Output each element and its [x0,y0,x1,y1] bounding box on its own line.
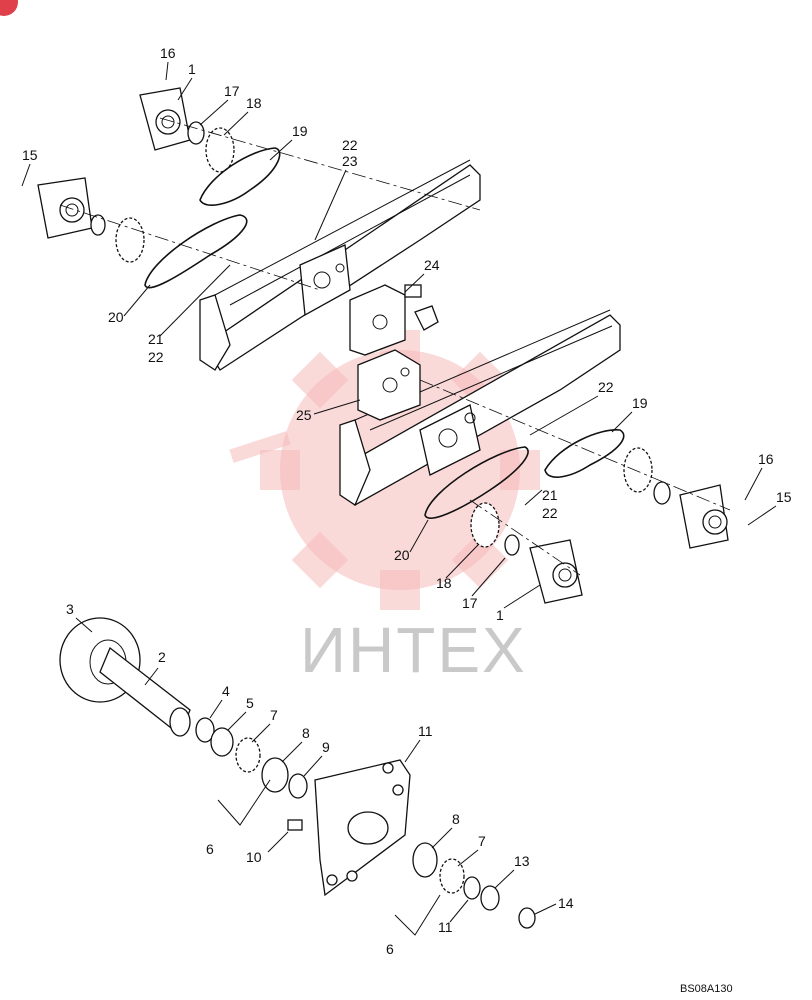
callout-8-a: 8 [302,725,310,741]
callout-20-right: 20 [394,547,410,563]
callout-23-top: 23 [342,153,358,169]
chain-20-top [144,214,248,289]
callout-3: 3 [66,601,74,617]
bracket-6-b [394,894,441,936]
callout-22-top: 22 [342,137,358,153]
callout-19-right: 19 [632,395,648,411]
callout-24: 24 [424,257,440,273]
leader-lines [21,61,777,923]
callout-22-right-b: 22 [542,505,558,521]
middle-gearbox [357,349,421,421]
spindle-housing [314,759,411,897]
callout-17-right: 17 [462,595,478,611]
chain-19-top [199,147,281,206]
callout-7-b: 7 [478,833,486,849]
callout-19-top: 19 [292,123,308,139]
brand-badge-icon [0,0,18,16]
seal-13 [480,885,500,911]
watermark-text: ИНТЕХ [300,614,527,686]
o-ring-left [90,214,106,236]
callout-2: 2 [158,649,166,665]
washer-9 [288,773,308,799]
callout-9: 9 [322,739,330,755]
nut-14 [518,907,536,929]
cup-8-b [412,842,438,878]
callout-16-top: 16 [160,45,176,61]
callout-15-right: 15 [776,489,792,505]
callout-20-top: 20 [108,309,124,325]
bearing-7-b [439,858,465,894]
upper-frame-rail [199,159,481,371]
callout-7-a: 7 [270,707,278,723]
callout-14: 14 [558,895,574,911]
bearing-7-a [235,737,261,773]
seal-4 [195,717,215,743]
callout-5: 5 [246,695,254,711]
o-ring-right [653,481,671,505]
hub-lower [529,539,583,604]
callout-25: 25 [296,407,312,423]
chain-20-right [424,446,529,519]
grease-fitting-10 [287,819,303,831]
callout-17-top: 17 [224,83,240,99]
callout-6-a: 6 [206,841,214,857]
sprocket-right [623,447,653,493]
o-ring-lower [504,534,520,556]
bracket-6-a [217,779,271,826]
callout-22-right: 22 [598,379,614,395]
callout-15-top: 15 [22,147,38,163]
callout-11-b: 11 [438,919,453,935]
washer-11 [463,876,481,900]
hub-right [679,484,729,549]
drawing-code: BS08A130 [680,983,733,995]
callout-11-a: 11 [418,723,433,739]
upper-gearbox [349,284,439,356]
callout-22-mid: 22 [148,349,164,365]
callout-18-right: 18 [436,575,452,591]
callout-21-right: 21 [542,487,558,503]
callout-4: 4 [222,683,230,699]
chain-19-right [544,429,625,478]
hub-left [37,177,93,239]
cup-8-a [261,757,289,793]
callout-13: 13 [514,853,530,869]
hub-top [139,87,191,151]
callout-1-right: 1 [496,607,504,623]
callout-10: 10 [246,849,262,865]
callout-8-b: 8 [452,811,460,827]
sprocket-lower [470,502,500,548]
callout-16-right: 16 [758,451,774,467]
lower-frame-rail [339,309,621,506]
o-ring-top [187,121,205,145]
sprocket-left [115,217,145,263]
centerlines [59,117,731,576]
callout-18-top: 18 [246,95,262,111]
axle-shaft [99,646,191,737]
callout-6-b: 6 [386,941,394,957]
ring-5 [210,727,234,757]
callout-21-top: 21 [148,331,164,347]
callout-1-top: 1 [188,61,196,77]
callouts: 16 1 17 18 19 22 23 15 24 20 21 22 25 22… [22,45,792,957]
sprocket-top [205,127,235,173]
